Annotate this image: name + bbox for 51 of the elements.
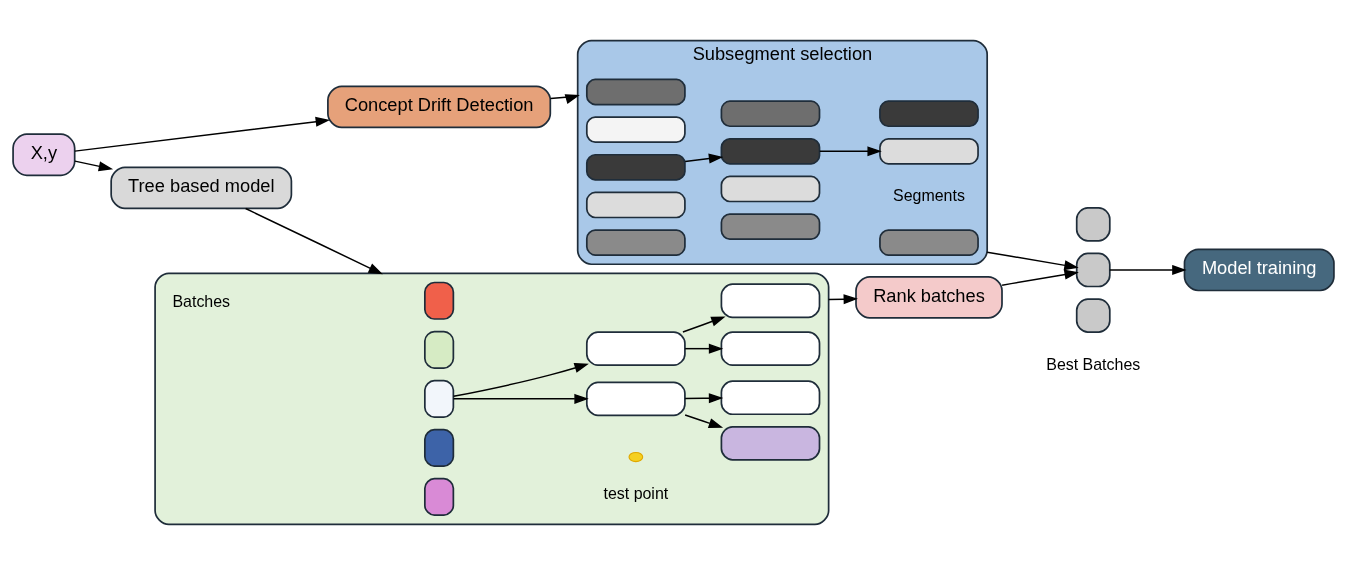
arrow bbox=[74, 116, 331, 152]
node-box bbox=[720, 425, 821, 461]
arrow bbox=[684, 414, 724, 428]
node-box bbox=[424, 379, 455, 418]
node-box bbox=[585, 191, 686, 219]
node-box bbox=[720, 283, 821, 319]
node-box bbox=[879, 229, 979, 256]
node-box: X,y bbox=[12, 133, 76, 177]
node-box bbox=[424, 281, 455, 320]
node-box bbox=[585, 153, 686, 181]
node-box bbox=[585, 116, 686, 144]
arrow bbox=[986, 251, 1079, 271]
label: Batches bbox=[172, 293, 231, 311]
node-box: Tree based model bbox=[110, 166, 293, 210]
arrow bbox=[1001, 269, 1079, 286]
node-box bbox=[1075, 206, 1111, 242]
arrow bbox=[452, 363, 589, 398]
node-box: Concept Drift Detection bbox=[327, 85, 552, 129]
node-box bbox=[585, 229, 686, 256]
node-box bbox=[585, 331, 686, 367]
arrow bbox=[684, 153, 724, 164]
node-box bbox=[424, 477, 455, 517]
arrow bbox=[684, 393, 724, 404]
node-box: Rank batches bbox=[855, 275, 1003, 319]
node-box bbox=[720, 213, 821, 240]
node-box bbox=[879, 100, 979, 128]
arrow bbox=[74, 160, 114, 172]
arrow bbox=[549, 94, 580, 104]
node-box bbox=[585, 78, 686, 106]
cluster bbox=[154, 272, 830, 526]
node-box bbox=[1075, 298, 1111, 333]
label: Segments bbox=[893, 187, 965, 205]
arrow bbox=[1109, 264, 1187, 275]
node-box bbox=[720, 175, 821, 203]
node-box bbox=[720, 137, 821, 165]
node-box bbox=[720, 100, 821, 128]
node-box bbox=[424, 330, 455, 369]
node-box bbox=[1075, 252, 1111, 288]
arrow bbox=[452, 393, 589, 404]
arrow bbox=[819, 146, 882, 157]
arrow bbox=[684, 343, 724, 354]
node-box bbox=[720, 380, 821, 416]
node-box bbox=[424, 428, 455, 467]
node-box bbox=[720, 331, 821, 367]
node-box bbox=[585, 381, 686, 417]
legend-label: test point bbox=[603, 484, 669, 502]
node-box: Model training bbox=[1183, 248, 1335, 292]
arrow bbox=[244, 207, 383, 275]
label: Best Batches bbox=[1046, 355, 1141, 373]
node-box bbox=[879, 137, 979, 165]
arrow bbox=[682, 316, 726, 333]
